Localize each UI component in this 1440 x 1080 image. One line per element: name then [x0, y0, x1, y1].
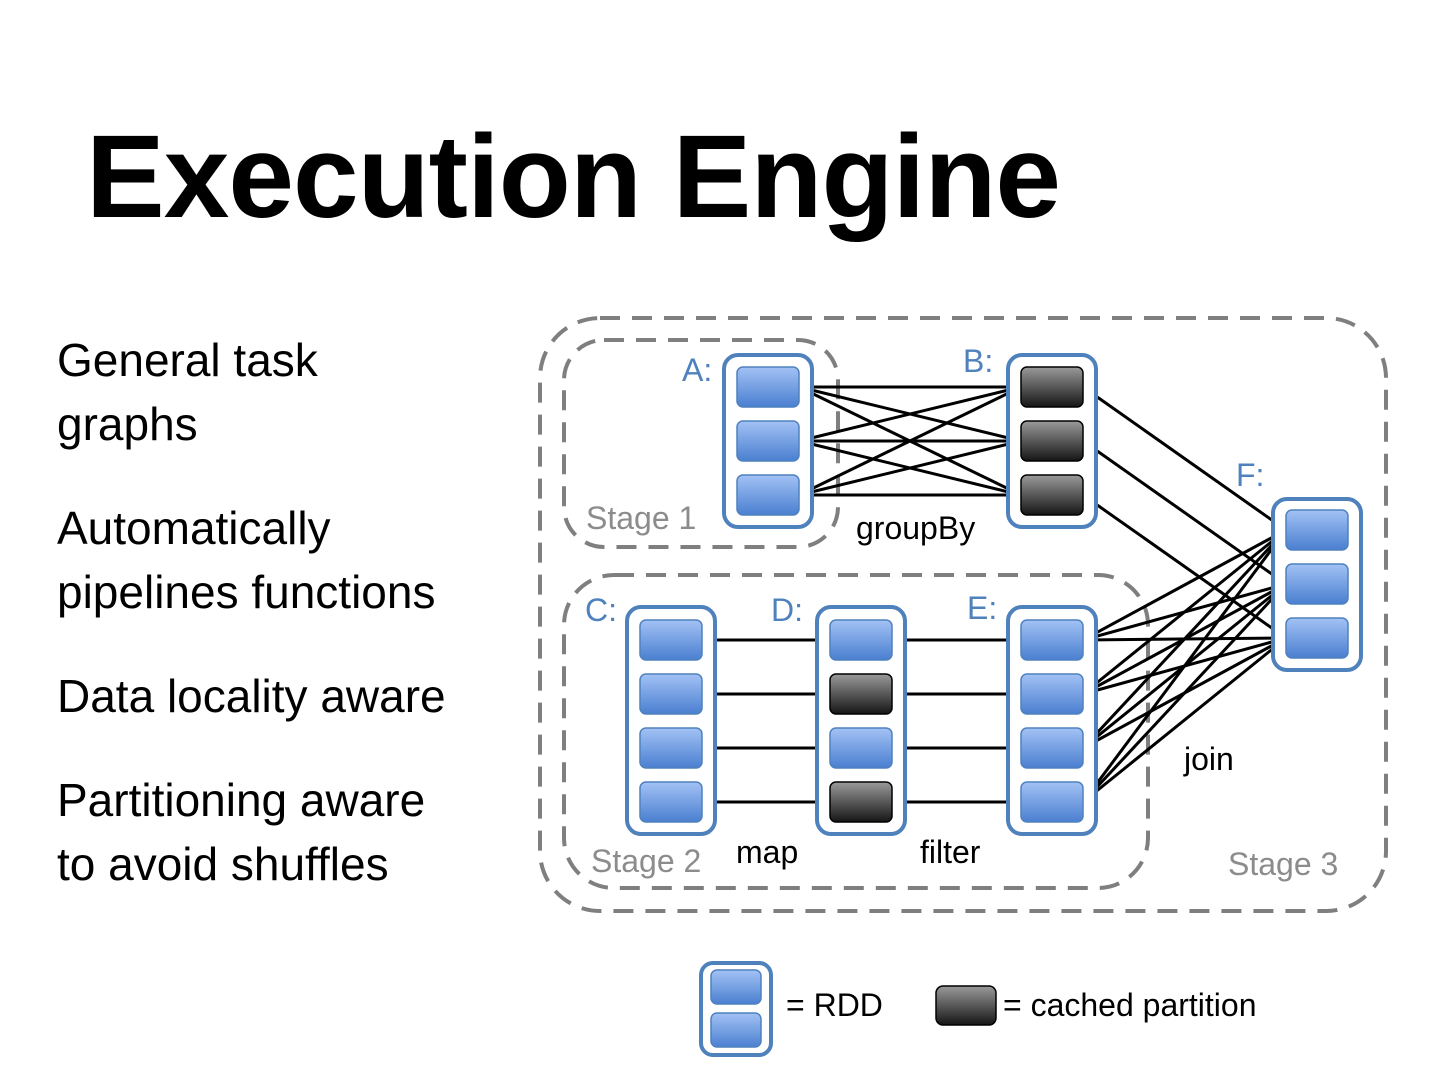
stage3-label: Stage 3 [1228, 846, 1338, 882]
rdd-e-container [1006, 605, 1098, 836]
edge-join-e-f [1081, 528, 1288, 750]
rdd-partition [1020, 619, 1084, 661]
bullet-partitioning-aware: Partitioning aware to avoid shuffles [57, 774, 426, 890]
rdd-partition [639, 727, 703, 769]
legend-cached-label: = cached partition [1003, 987, 1257, 1023]
edge-groupby-a-b [798, 385, 1022, 443]
edge-join-e-f [1081, 582, 1288, 804]
rdd-b-label: B: [963, 343, 993, 379]
rdd-partition [1285, 563, 1349, 605]
cached-partition [1020, 366, 1084, 408]
edge-join-b-f [1082, 439, 1287, 586]
stage3-boundary [538, 316, 1388, 913]
edge-groupby-a-b [798, 385, 1022, 497]
op-map-label: map [736, 834, 798, 870]
legend-cached-partition [935, 985, 997, 1026]
rdd-e-label: E: [967, 590, 997, 626]
stage1-label: Stage 1 [586, 500, 696, 536]
edge-join-e-f [1082, 636, 1287, 804]
rdd-partition [736, 474, 800, 516]
rdd-partition [639, 673, 703, 715]
stage2-label: Stage 2 [591, 843, 701, 879]
bullet-general-task-graphs: General task graphs [57, 334, 318, 450]
op-filter-label: filter [920, 834, 981, 870]
rdds-layer [625, 353, 1363, 836]
edge-groupby-a-b [798, 439, 1022, 497]
rdd-partition [1020, 727, 1084, 769]
rdd-f-label: F: [1236, 457, 1264, 493]
op-groupby-label: groupBy [856, 510, 975, 546]
rdd-partition [736, 366, 800, 408]
bullet-data-locality: Data locality aware [57, 670, 446, 722]
edge-join-b-f [1082, 385, 1287, 532]
rdd-partition [639, 619, 703, 661]
rdd-partition [1285, 509, 1349, 551]
rdd-partition [1020, 673, 1084, 715]
op-join-label: join [1183, 741, 1234, 777]
edge-join-e-f [1082, 528, 1287, 642]
cached-partition [829, 781, 893, 823]
legend-rdd-partition [710, 1012, 762, 1048]
rdd-a-label: A: [682, 352, 712, 388]
cached-partition [829, 673, 893, 715]
rdd-partition [829, 619, 893, 661]
slide-title: Execution Engine [86, 111, 1061, 243]
stage1-boundary [562, 338, 840, 549]
bullet-pipelines-functions: Automatically pipelines functions [57, 502, 436, 618]
legend-rdd-partition [710, 969, 762, 1005]
rdd-d-label: D: [771, 592, 803, 628]
cached-partition [1020, 474, 1084, 516]
legend: = RDD = cached partition [699, 961, 1257, 1057]
rdd-d-container [815, 605, 907, 836]
legend-rdd-label: = RDD [786, 987, 883, 1023]
rdd-c-label: C: [585, 592, 617, 628]
edge-join-e-f [1082, 528, 1287, 696]
rdd-partition [639, 781, 703, 823]
rdd-partition [1285, 617, 1349, 659]
rdd-c-container [625, 605, 717, 836]
edges-layer [702, 383, 1288, 806]
stage2-boundary [562, 573, 1150, 890]
edge-join-b-f [1082, 493, 1287, 640]
cached-partition [1020, 420, 1084, 462]
bullet-list: General task graphs Automatically pipeli… [57, 328, 527, 936]
rdd-partition [829, 727, 893, 769]
edge-join-e-f [1081, 529, 1288, 803]
rdd-partition [736, 420, 800, 462]
rdd-partition [1020, 781, 1084, 823]
